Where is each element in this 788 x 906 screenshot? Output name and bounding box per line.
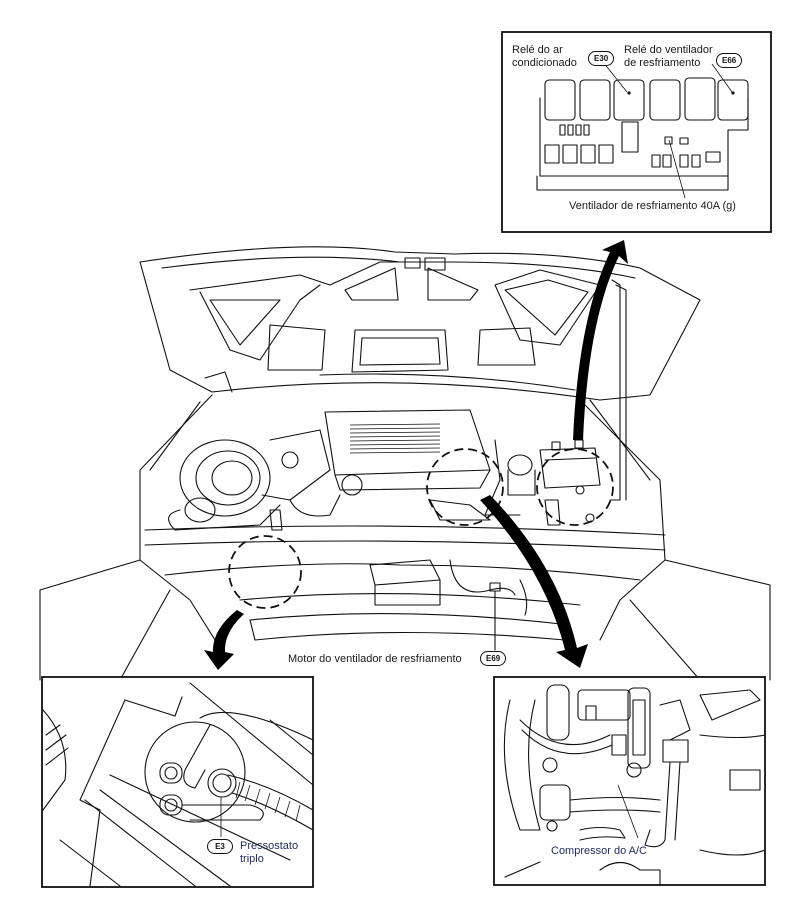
location-circle-pressure-switch — [228, 535, 302, 609]
engine-cover-ribs — [349, 423, 441, 454]
compressor-detail — [493, 676, 766, 886]
pressure-switch-label: Pressostato triplo — [240, 840, 298, 866]
fan-motor-label: Motor do ventilador de resfriamento — [288, 653, 462, 665]
fuses — [544, 121, 721, 168]
arrow-to-fuse-box — [573, 240, 628, 440]
relays — [544, 77, 749, 121]
relay-fan-label-line2: de resfriamento — [624, 57, 701, 69]
relay-fan-label-line1: Relé do ventilador — [624, 44, 713, 56]
pressure-switch-label-line2: triplo — [240, 853, 264, 865]
pressure-switch-detail — [41, 676, 314, 888]
relay-ac-label-line1: Relé do ar — [512, 44, 563, 56]
location-circle-compressor — [426, 448, 504, 526]
arrow-to-pressure-switch — [204, 610, 244, 670]
compressor-label: Compressor do A/C — [551, 845, 647, 857]
connector-badge-e3: E3 — [207, 839, 233, 854]
relay-ac-label-line2: condicionado — [512, 57, 577, 69]
engine-components — [168, 409, 601, 651]
pressure-switch-label-line1: Pressostato — [240, 840, 299, 852]
harness-bands — [235, 781, 301, 822]
vehicle-body — [39, 394, 771, 681]
connector-badge-e66: E66 — [716, 53, 743, 68]
fuse-fan-40a-label: Ventilador de resfriamento 40A (g) — [569, 200, 736, 212]
connector-badge-e30: E30 — [588, 51, 615, 66]
relay-ac-label: Relé do ar condicionado — [512, 44, 577, 70]
arrow-to-compressor — [480, 495, 588, 668]
hood-open — [139, 246, 701, 501]
connector-badge-e69: E69 — [480, 651, 507, 666]
location-circle-fuse-box — [536, 448, 614, 526]
relay-fan-label: Relé do ventilador de resfriamento — [624, 44, 713, 70]
